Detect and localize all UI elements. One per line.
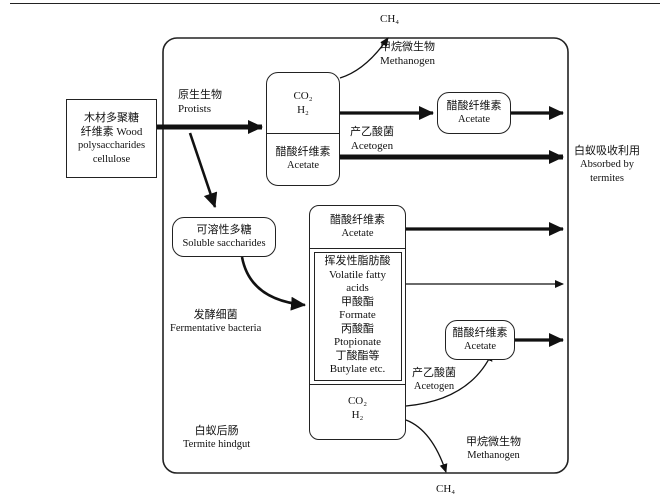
vfa-item: 丙酸酯	[341, 322, 374, 335]
vfa-item: Butylate etc.	[329, 363, 386, 375]
fermentation-product-box: 醋酸纤维素 Acetate 挥发性脂肪酸 Volatile fatty acid…	[309, 205, 406, 440]
arrow-co2-to-acetate-lower	[405, 352, 493, 407]
bacterial-acetate-cn: 醋酸纤维素	[330, 214, 385, 226]
box-divider	[267, 133, 339, 134]
box-divider	[310, 248, 405, 249]
wood-cn-label: 木材多聚糖	[84, 111, 139, 124]
acetate-lower-box: 醋酸纤维素 Acetate	[445, 320, 515, 360]
termite-hindgut-label: 白蚁后肠 Termite hindgut	[183, 425, 251, 450]
ch4-bottom-label: CH₄	[436, 483, 456, 495]
top-rule	[10, 3, 660, 4]
acetate-cn-label: 醋酸纤维素	[275, 146, 331, 158]
hindgut-boundary	[162, 37, 569, 474]
ch4-top-label: CH₄	[380, 13, 400, 25]
wood-en1-label: polysaccharides	[77, 139, 146, 151]
vfa-item: acids	[346, 282, 369, 294]
methanogen-upper-label: 甲烷微生物 Methanogen	[380, 41, 435, 67]
co2-lower-label: CO₂	[347, 394, 368, 407]
acetate-en-label: Acetate	[286, 160, 320, 171]
absorbed-label: 白蚁吸收利用 Absorbed by termites	[574, 145, 640, 184]
h2-label: H₂	[297, 104, 309, 116]
wood-en2-label: cellulose	[92, 153, 131, 165]
h2-lower-label: H₂	[351, 408, 364, 421]
soluble-saccharides-box: 可溶性多糖 Soluble saccharides	[172, 217, 276, 257]
vfa-item: 挥发性脂肪酸	[324, 255, 391, 267]
wood-polysaccharides-box: 木材多聚糖 纤维素 Wood polysaccharides cellulose	[66, 99, 157, 178]
protists-product-box: CO₂ H₂ 醋酸纤维素 Acetate	[266, 72, 340, 186]
vfa-item: 甲酸酯	[341, 295, 374, 308]
vfa-item: Volatile fatty	[329, 268, 386, 281]
arrow-co2-to-methanogen-lower	[405, 419, 448, 473]
vfa-item: Formate	[339, 309, 376, 321]
arrow-soluble-to-fermentation	[240, 256, 306, 311]
protists-label: 原生生物 Protists	[178, 89, 222, 115]
acetogen-lower-label: 产乙酸菌 Acetogen	[412, 367, 456, 392]
arrow-wood-to-soluble	[188, 132, 218, 208]
co2-label: CO₂	[293, 90, 313, 102]
vfa-section: 挥发性脂肪酸 Volatile fatty acids 甲酸酯 Formate …	[313, 252, 402, 381]
box-divider	[310, 383, 405, 385]
wood-cn2-label: 纤维素 Wood	[80, 125, 143, 138]
acetogen-upper-label: 产乙酸菌 Acetogen	[350, 126, 394, 152]
fermentative-bacteria-label: 发酵细菌 Fermentative bacteria	[170, 309, 262, 334]
acetate-upper-box: 醋酸纤维素 Acetate	[437, 92, 511, 134]
bacterial-acetate-en: Acetate	[341, 228, 374, 239]
methanogen-lower-label: 甲烷微生物 Methanogen	[466, 436, 521, 461]
vfa-item: 丁酸酯等	[335, 349, 380, 362]
vfa-item: Ptopionate	[333, 336, 382, 348]
arrow-co2-to-methanogen	[339, 37, 389, 79]
